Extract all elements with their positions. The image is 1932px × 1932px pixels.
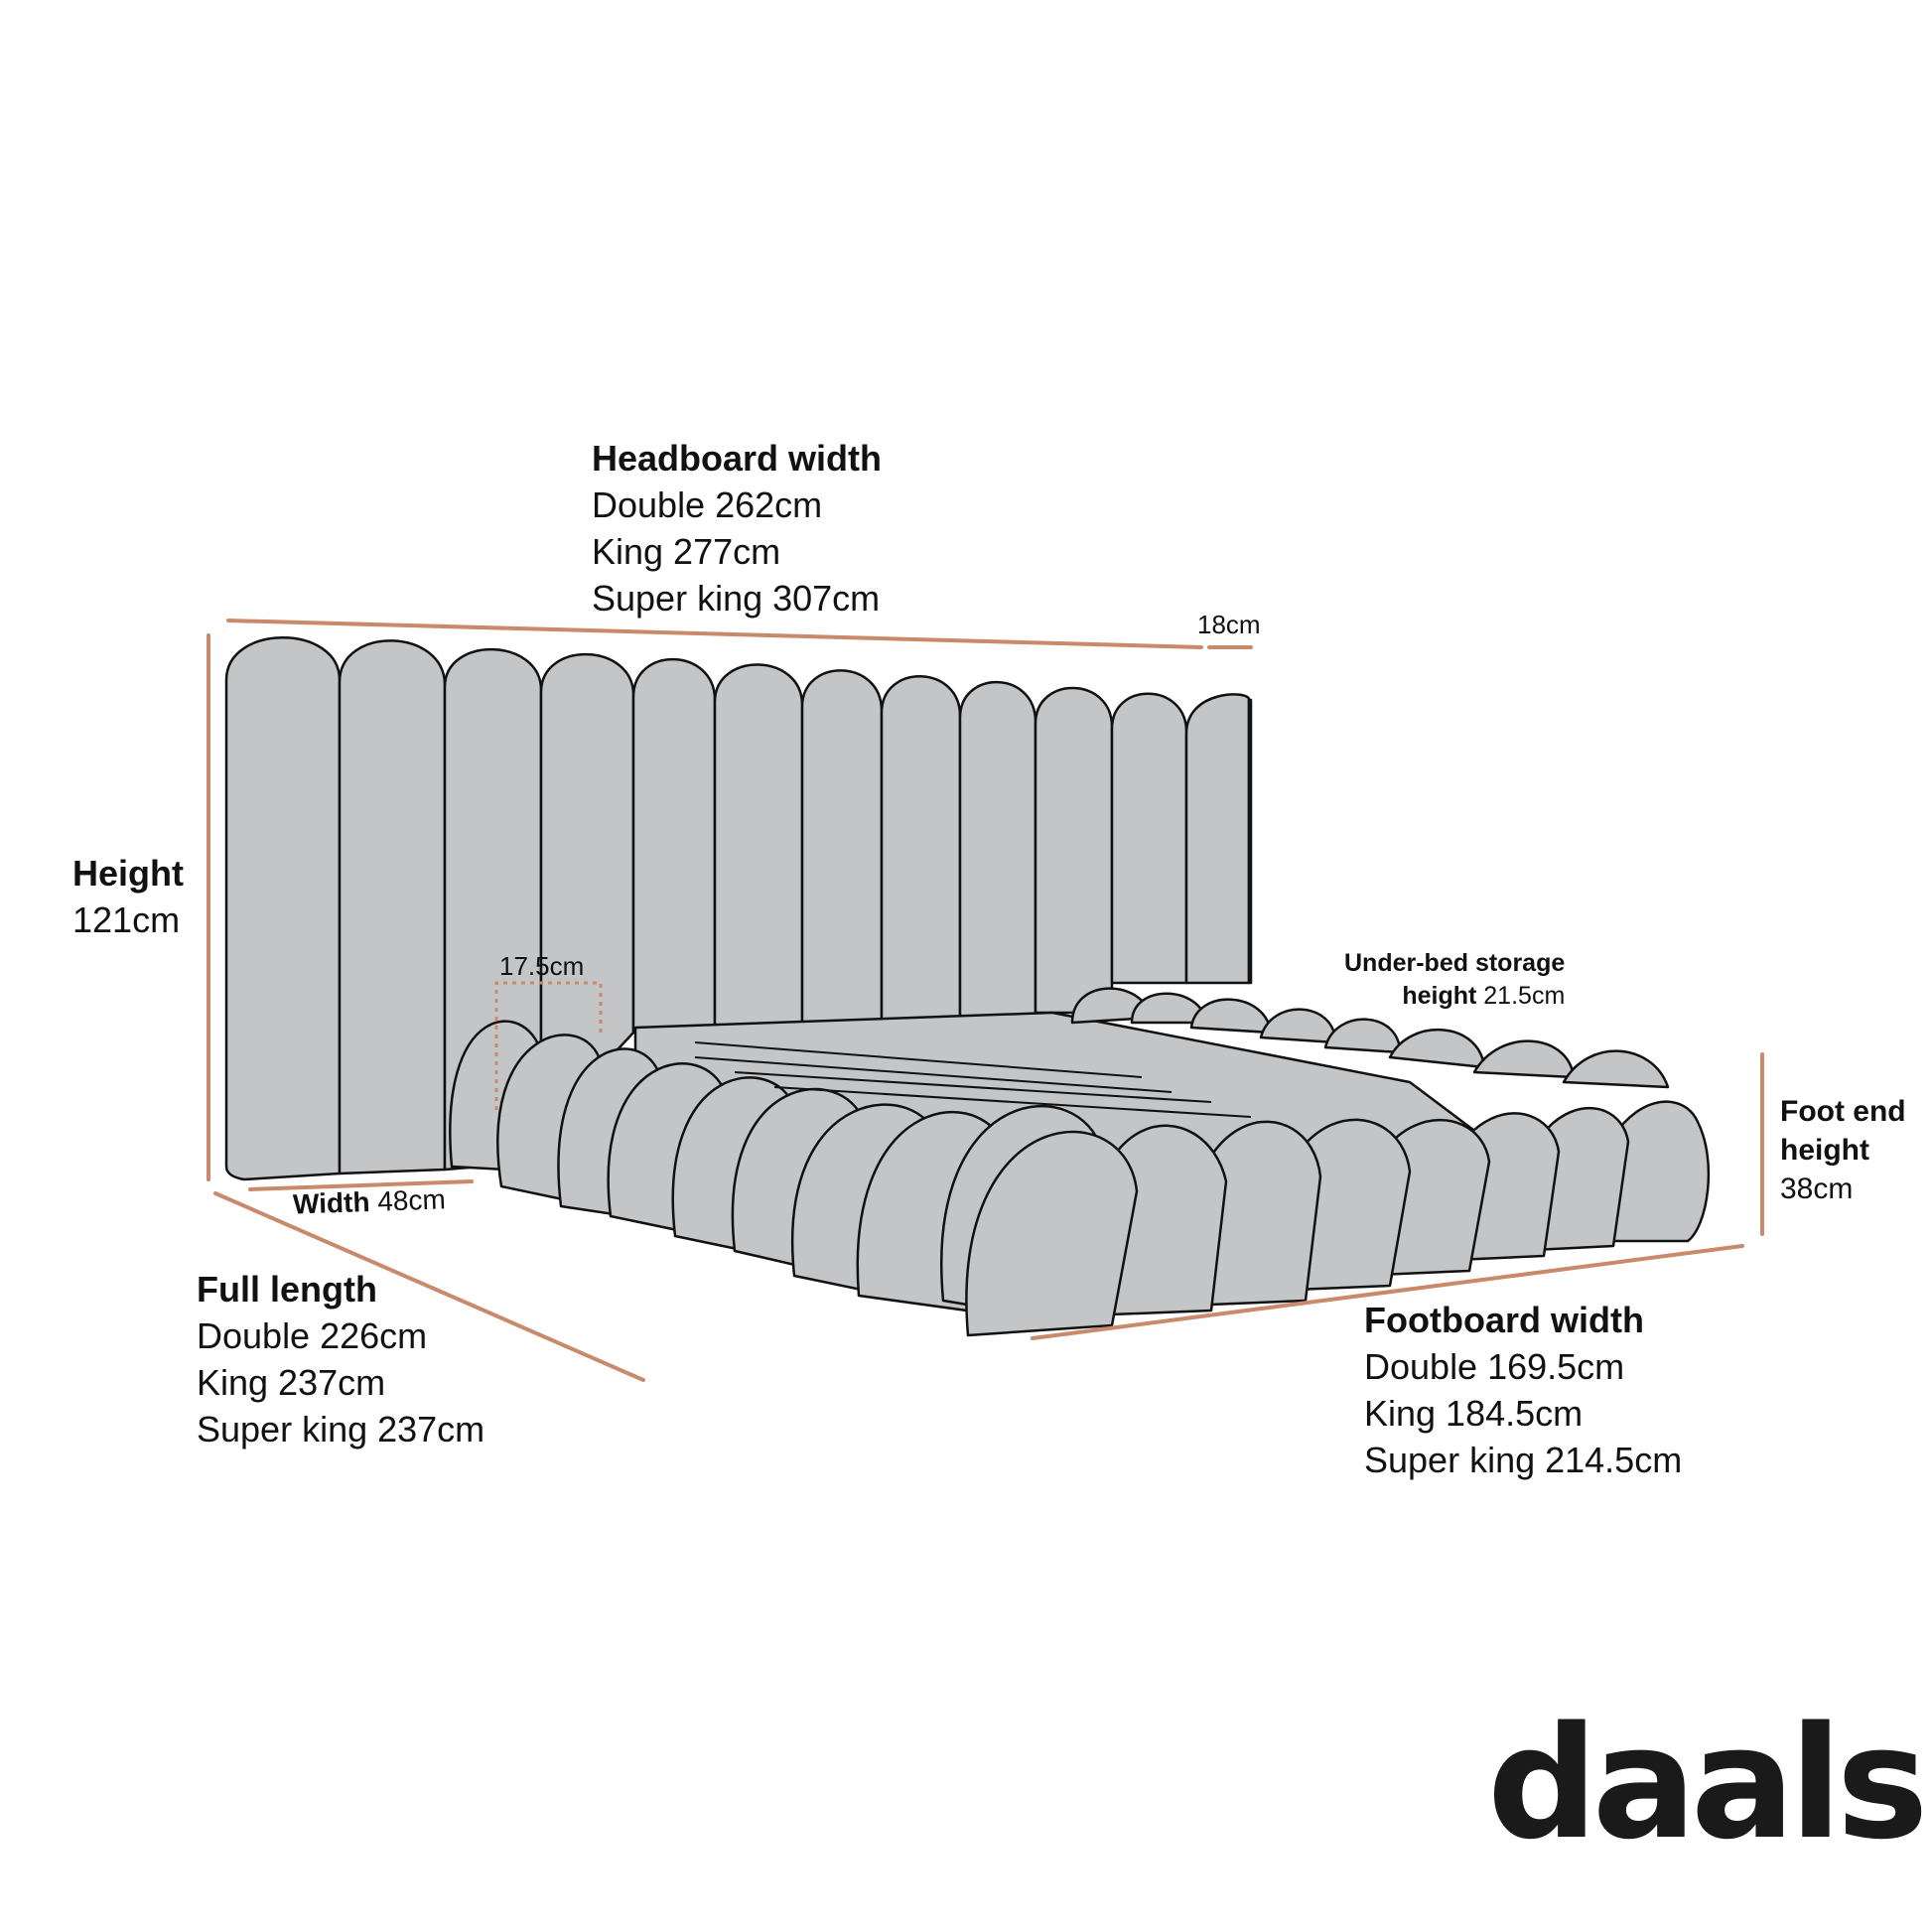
foot-end-line2: height — [1780, 1134, 1869, 1167]
width-title: Width — [292, 1185, 371, 1220]
width-value: 48cm — [376, 1183, 447, 1217]
height-label: Height 121cm — [72, 850, 184, 943]
foot-end-height-label: Foot end height 38cm — [1780, 1092, 1906, 1208]
height-title: Height — [72, 853, 184, 894]
brand-logo: daals. — [1487, 1706, 1932, 1861]
full-length-title: Full length — [197, 1269, 377, 1310]
side-rail-cushion — [1323, 1018, 1402, 1054]
foot-end-line1: Foot end — [1780, 1095, 1906, 1128]
headboard-panel — [958, 680, 1037, 1020]
width-measure-line — [248, 1179, 474, 1191]
headboard-width-super-king: Super king 307cm — [592, 578, 881, 619]
headboard-width-title: Headboard width — [592, 438, 883, 479]
footboard-width-king: King 184.5cm — [1364, 1393, 1584, 1434]
storage-height-label: Under-bed storage height 21.5cm — [1344, 947, 1565, 1013]
full-length-super-king: Super king 237cm — [197, 1409, 485, 1449]
footboard-cushion — [965, 1130, 1139, 1337]
headboard-width-measure-line — [226, 619, 1203, 649]
headboard-panel — [800, 669, 884, 1030]
headboard-panel — [1247, 698, 1253, 985]
headboard-panel — [224, 636, 342, 1181]
footboard-width-double: Double 169.5cm — [1364, 1346, 1625, 1387]
headboard-panel — [880, 675, 962, 1025]
full-length-double: Double 226cm — [197, 1315, 428, 1356]
headboard-width-label: Headboard width Double 262cm King 277cm … — [592, 435, 882, 621]
headboard-panel — [713, 663, 804, 1030]
storage-title: height — [1402, 982, 1477, 1010]
storage-value: 21.5cm — [1483, 982, 1566, 1010]
side-rail-cushion — [1562, 1049, 1670, 1089]
full-length-measure-line — [213, 1191, 645, 1382]
side-rail-cushion — [1472, 1039, 1576, 1079]
brand-name: daals — [1487, 1693, 1929, 1873]
side-rail-cushion — [1259, 1008, 1337, 1044]
foot-end-value: 38cm — [1780, 1173, 1854, 1205]
height-value: 121cm — [72, 899, 181, 940]
side-rail-cushion — [1189, 998, 1273, 1035]
headboard-panel — [1184, 693, 1251, 985]
side-rail-cushion — [1388, 1028, 1486, 1069]
full-length-king: King 237cm — [197, 1362, 386, 1403]
footboard-width-super-king: Super king 214.5cm — [1364, 1440, 1683, 1480]
panel-width-measure-bracket — [494, 981, 603, 1110]
headboard-depth-label: 18cm — [1197, 610, 1261, 639]
footboard-width-measure-line — [1031, 1244, 1744, 1340]
headboard-panel — [1034, 686, 1114, 1015]
footboard-width-label: Footboard width Double 169.5cm King 184.… — [1364, 1297, 1682, 1483]
headboard-width-king: King 277cm — [592, 531, 781, 572]
headboard-panel — [338, 639, 447, 1175]
storage-line1: Under-bed storage — [1344, 949, 1566, 977]
brand-dot: . — [1923, 1693, 1932, 1873]
headboard-panel — [1110, 692, 1188, 985]
panel-width-label: 17.5cm — [499, 951, 585, 981]
full-length-label: Full length Double 226cm King 237cm Supe… — [197, 1266, 484, 1452]
width-label: Width 48cm — [292, 1183, 447, 1220]
headboard-width-double: Double 262cm — [592, 484, 823, 525]
footboard-width-title: Footboard width — [1364, 1300, 1644, 1340]
headboard-panel — [631, 657, 717, 1035]
